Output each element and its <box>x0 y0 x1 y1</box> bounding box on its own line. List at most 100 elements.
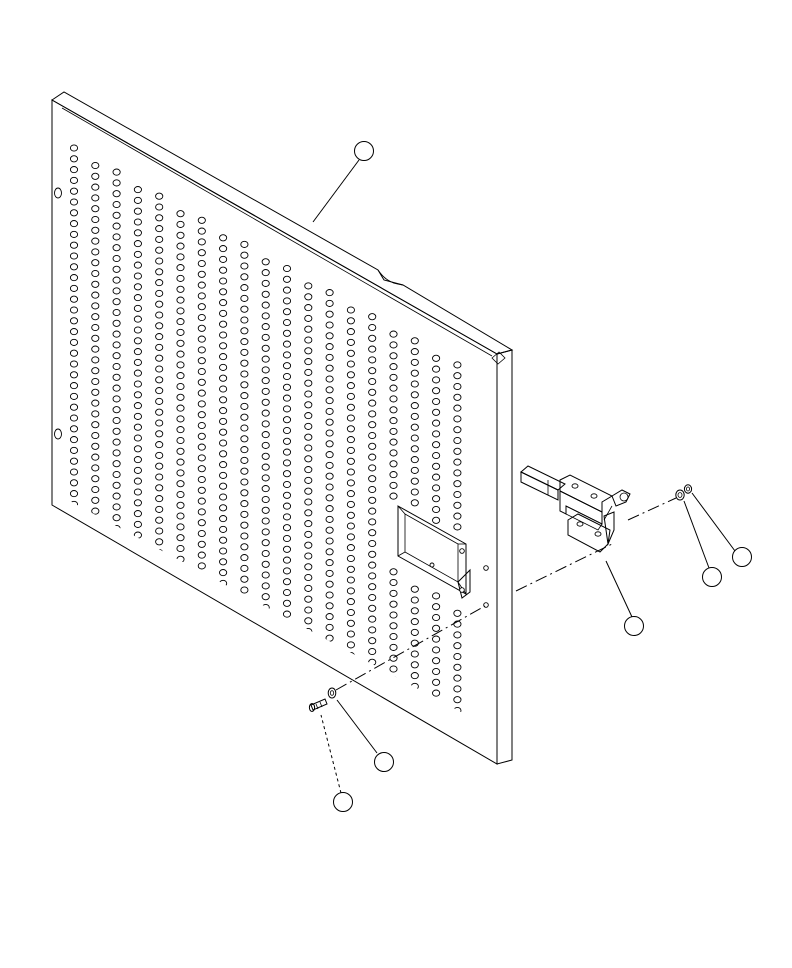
perforation-hole <box>176 609 185 617</box>
perforation-hole <box>282 632 292 640</box>
perforation-hole <box>176 469 185 477</box>
perforation-hole <box>410 704 419 712</box>
perforation-hole <box>347 836 354 842</box>
perforation-hole <box>241 781 248 787</box>
perforation-hole <box>410 423 419 431</box>
perforation-hole <box>112 308 121 317</box>
perforation-hole <box>454 805 461 811</box>
perforation-hole <box>155 711 164 718</box>
perforation-hole <box>304 422 313 430</box>
perforation-hole <box>155 473 164 481</box>
perforation-hole <box>410 391 419 399</box>
perforation-hole <box>177 740 184 746</box>
perforation-hole <box>112 276 121 284</box>
perforation-hole <box>410 693 419 701</box>
perforation-hole <box>112 632 121 641</box>
perforation-hole <box>346 630 355 638</box>
perforation-hole <box>261 387 270 395</box>
perforation-hole <box>261 603 270 612</box>
perforation-hole <box>368 334 377 342</box>
perforation-hole <box>133 412 142 420</box>
perforation-hole <box>112 481 121 489</box>
perforation-hole <box>453 469 462 477</box>
callout-washer-left <box>374 752 394 772</box>
perforation-hole <box>240 554 249 562</box>
perforation-hole <box>346 317 355 325</box>
perforation-hole <box>325 451 334 459</box>
perforation-hole <box>346 652 355 660</box>
perforation-hole <box>454 826 461 832</box>
perforation-hole <box>240 521 249 529</box>
perforation-hole <box>219 417 228 425</box>
perforation-hole <box>346 403 355 411</box>
perforation-hole <box>69 490 79 498</box>
perforation-hole <box>410 380 419 388</box>
perforation-hole <box>176 523 185 531</box>
perforation-hole <box>197 324 206 332</box>
perforation-hole <box>432 376 441 384</box>
perforation-hole <box>176 631 185 639</box>
perforation-hole <box>91 410 100 418</box>
perforation-hole <box>389 481 398 489</box>
perforation-hole <box>197 378 206 386</box>
perforation-hole <box>261 549 270 558</box>
perforation-hole <box>346 349 355 357</box>
perforation-hole <box>325 548 334 556</box>
perforation-hole <box>433 744 440 750</box>
perforation-hole <box>133 520 142 528</box>
perforation-hole <box>261 690 270 698</box>
perforation-hole <box>133 294 142 302</box>
perforation-hole <box>133 672 142 680</box>
perforation-hole <box>69 500 79 508</box>
perforation-hole <box>390 741 397 747</box>
perforation-hole <box>91 313 100 321</box>
perforation-hole <box>155 289 164 297</box>
perforation-hole <box>112 622 121 630</box>
perforation-hole <box>325 418 334 426</box>
perforation-hole <box>262 734 269 740</box>
perforation-hole <box>240 608 249 616</box>
perforation-hole <box>453 642 462 650</box>
perforation-hole <box>69 198 79 206</box>
perforation-hole <box>304 498 313 506</box>
perforation-hole <box>91 583 100 591</box>
perforation-hole <box>346 598 355 606</box>
perforation-hole <box>305 834 312 840</box>
perforation-hole <box>176 328 185 336</box>
perforation-hole <box>305 769 312 775</box>
perforation-hole <box>347 771 354 777</box>
perforation-hole <box>325 494 334 502</box>
perforation-hole <box>346 684 355 692</box>
perforation-hole <box>304 282 313 290</box>
perforation-hole <box>304 627 313 636</box>
perforation-hole <box>453 361 462 369</box>
perforation-hole <box>156 722 163 728</box>
perforation-hole <box>432 462 441 470</box>
perforation-hole <box>389 665 398 673</box>
perforation-hole <box>282 707 292 715</box>
panel-right-edge <box>496 349 513 765</box>
perforation-hole <box>389 395 398 403</box>
perforation-hole <box>155 225 164 233</box>
perforation-hole <box>304 455 313 463</box>
perforation-hole <box>433 722 440 728</box>
perforation-hole <box>133 207 142 215</box>
perforation-hole <box>411 791 418 797</box>
perforation-hole <box>176 544 185 553</box>
perforation-hole <box>433 863 440 869</box>
perforation-hole <box>347 761 354 767</box>
perforation-hole <box>112 503 121 511</box>
perforation-hole <box>453 685 462 693</box>
panel-top-notch <box>377 269 404 286</box>
perforation-hole <box>389 417 398 425</box>
perforation-hole <box>197 648 206 656</box>
perforation-hole <box>432 657 441 665</box>
perforation-hole <box>261 539 270 547</box>
perforation-hole <box>304 379 313 387</box>
perforation-hole <box>112 168 121 176</box>
perforation-hole <box>325 310 334 318</box>
perforation-hole <box>368 399 377 407</box>
perforation-hole <box>305 780 312 786</box>
perforation-hole <box>282 588 292 597</box>
perforated-panel <box>51 91 514 869</box>
